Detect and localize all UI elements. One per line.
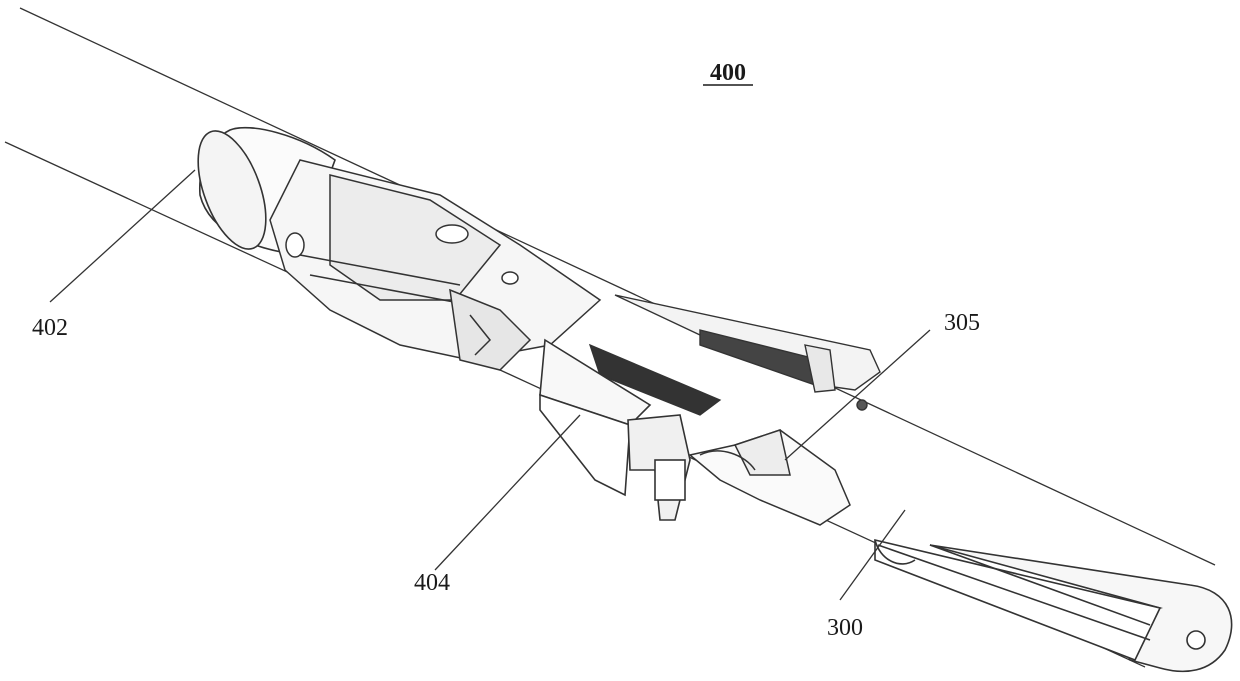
- mechanism-housing: [270, 160, 600, 370]
- leader-402: [50, 170, 195, 302]
- label-300: 300: [827, 615, 863, 641]
- distal-body: [875, 540, 1232, 671]
- figure-number: 400: [710, 60, 746, 86]
- cone-tip: [690, 430, 850, 525]
- label-305: 305: [944, 310, 980, 336]
- leader-404: [435, 415, 580, 570]
- label-404: 404: [414, 570, 450, 596]
- label-402: 402: [32, 315, 68, 341]
